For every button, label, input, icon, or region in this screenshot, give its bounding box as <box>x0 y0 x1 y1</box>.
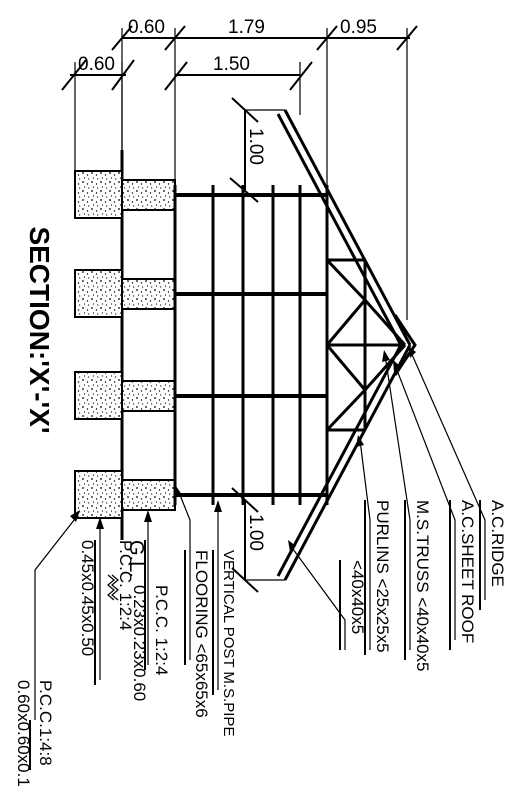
label-ms-truss: M.S.TRUSS <40x40x5 <box>413 500 432 672</box>
dim-rail-lower: 1.00 <box>245 514 266 551</box>
label-pcc-124-upper-size: 0.23x0.23x0.60 <box>130 585 149 701</box>
rail-dim-lower <box>231 487 285 593</box>
label-pcc-124-lower: P.C.C. 1:2:4 <box>116 540 135 630</box>
dim-rail-upper: 1.00 <box>245 128 266 165</box>
label-ac-ridge: A.C.RIDGE <box>488 500 507 587</box>
dim-second-left: 0.60 <box>78 54 115 75</box>
dim-top-mid: 1.79 <box>228 17 265 38</box>
footing <box>74 470 176 519</box>
flooring-rails <box>173 185 329 505</box>
rail-dim-upper <box>229 97 285 203</box>
section-title: SECTION:'X'-'X' <box>24 226 55 433</box>
roof-truss <box>276 109 417 581</box>
footing <box>74 170 176 219</box>
ground-level-symbol <box>107 574 119 601</box>
footings <box>74 170 176 519</box>
leader-lines <box>29 346 486 770</box>
label-angle: <40x40x5 <box>348 560 367 634</box>
top-dimension-chain <box>111 25 418 320</box>
footing <box>74 371 176 420</box>
label-pcc-124-lower-size: 0.45x0.45x0.50 <box>78 540 97 656</box>
label-pcc-148: P.C.C.1:4:8 <box>36 680 55 766</box>
second-dimension-chain <box>61 59 313 175</box>
label-purlins: PURLINS <25x25x5 <box>373 500 392 653</box>
dim-top-left: 0.60 <box>128 17 165 38</box>
dim-top-right: 0.95 <box>340 17 377 38</box>
label-vertical-post: VERTICAL POST M.S.PIPE <box>220 550 237 736</box>
label-ground-level: G.L. <box>125 540 147 578</box>
label-ac-sheet-roof: A.C.SHEET ROOF <box>458 500 477 643</box>
label-flooring: FLOORING <65x65x6 <box>192 550 211 718</box>
dim-second-mid: 1.50 <box>213 54 250 75</box>
label-pcc-148-size: 0.60x0.60x0.10 <box>14 680 33 787</box>
footing <box>74 269 176 318</box>
label-pcc-124-upper: P.C.C. 1:2:4 <box>152 585 171 675</box>
vertical-posts <box>175 193 327 497</box>
